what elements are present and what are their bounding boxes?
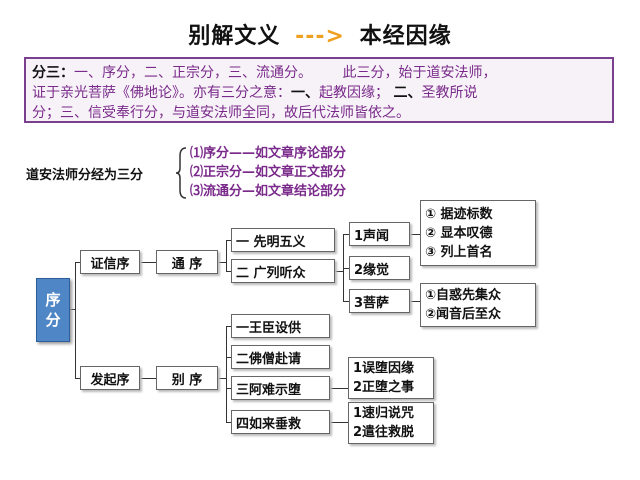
node-pusa: 3菩萨 — [349, 289, 410, 313]
root-char-2: 分 — [45, 311, 61, 329]
anan-item-2: 2正堕之事 — [353, 380, 415, 395]
intro-line1-tail: 此三分，始于道安法师， — [342, 65, 497, 81]
node-zhengxin: 证信序 — [80, 250, 140, 274]
intro-line-3: 分；三、信受奉行分，与道安法师全同，故后代法师皆依之。 — [32, 105, 410, 121]
intro-label: 分三： — [32, 65, 74, 81]
daoan-brace — [176, 147, 187, 199]
intro-line2-text: 证于亲光菩萨《佛地论》。亦有三分之意： — [32, 85, 291, 101]
node-guanglie: 二 广列听众 — [231, 259, 335, 283]
daoan-item-2: ⑵正宗分—如文章正文部分 — [190, 165, 347, 180]
pusa-item-1: ①自惑先集众 — [425, 288, 502, 303]
anan-item-1: 1误堕因缘 — [353, 361, 415, 376]
root-char-1: 序 — [45, 291, 61, 309]
intro-line2-h2: 二、 — [393, 85, 422, 101]
node-wangchen: 一王臣设供 — [231, 314, 330, 338]
node-qifa: 发起序 — [80, 366, 140, 390]
intro-line2-c: 圣教所说 — [421, 85, 478, 101]
shengwen-item-1: ① 据迹标数 — [425, 206, 493, 222]
node-biexu: 别 序 — [156, 366, 218, 390]
title-right: 本经因缘 — [359, 24, 452, 49]
intro-line2-b: 起教因缘； — [319, 85, 389, 101]
rulai-item-2: 2遣往救脱 — [353, 425, 415, 440]
node-yuanjue: 2缘觉 — [349, 256, 410, 280]
node-anan: 三阿难示堕 — [231, 376, 330, 400]
intro-box: 分三：一、序分，二、正宗分，三、流通分。 此三分，始于道安法师， 证于亲光菩萨《… — [24, 57, 614, 123]
pusa-item-2: ②闻音后至众 — [425, 307, 502, 322]
intro-line1-text: 一、序分，二、正宗分，三、流通分。 — [74, 65, 312, 81]
node-tongxu: 通 序 — [156, 250, 218, 274]
daoan-item-1: ⑴序分——如文章序论部分 — [190, 146, 347, 161]
shengwen-item-3: ③ 列上首名 — [425, 244, 493, 260]
pusa-detail: ①自惑先集众 ②闻音后至众 — [420, 283, 536, 327]
anan-detail: 1误堕因缘 2正堕之事 — [348, 357, 434, 399]
shengwen-detail: ① 据迹标数 ② 显本叹德 ③ 列上首名 — [420, 200, 536, 266]
page-title: 别解文义 ---> 本经因缘 — [0, 18, 640, 50]
intro-line-2: 证于亲光菩萨《佛地论》。亦有三分之意：一、起教因缘； 二、圣教所说 — [32, 83, 606, 103]
title-left: 别解文义 — [188, 24, 281, 49]
daoan-item-3: ⑶流通分—如文章结论部分 — [190, 184, 347, 199]
intro-line2-h1: 一、 — [291, 85, 319, 101]
node-rulai: 四如来垂救 — [231, 410, 330, 434]
node-fosenq: 二佛僧赴请 — [231, 345, 330, 369]
daoan-label: 道安法师分经为三分 — [26, 168, 144, 183]
node-xianming: 一 先明五义 — [231, 228, 335, 252]
rulai-detail: 1速归说咒 2遣往救脱 — [348, 402, 434, 444]
title-arrow: ---> — [295, 24, 345, 49]
node-shengwen: 1声闻 — [349, 222, 410, 246]
rulai-item-1: 1速归说咒 — [353, 406, 415, 421]
root-xufen: 序 分 — [36, 278, 70, 342]
intro-line-1: 分三：一、序分，二、正宗分，三、流通分。 此三分，始于道安法师， — [32, 63, 606, 83]
shengwen-item-2: ② 显本叹德 — [425, 225, 493, 241]
